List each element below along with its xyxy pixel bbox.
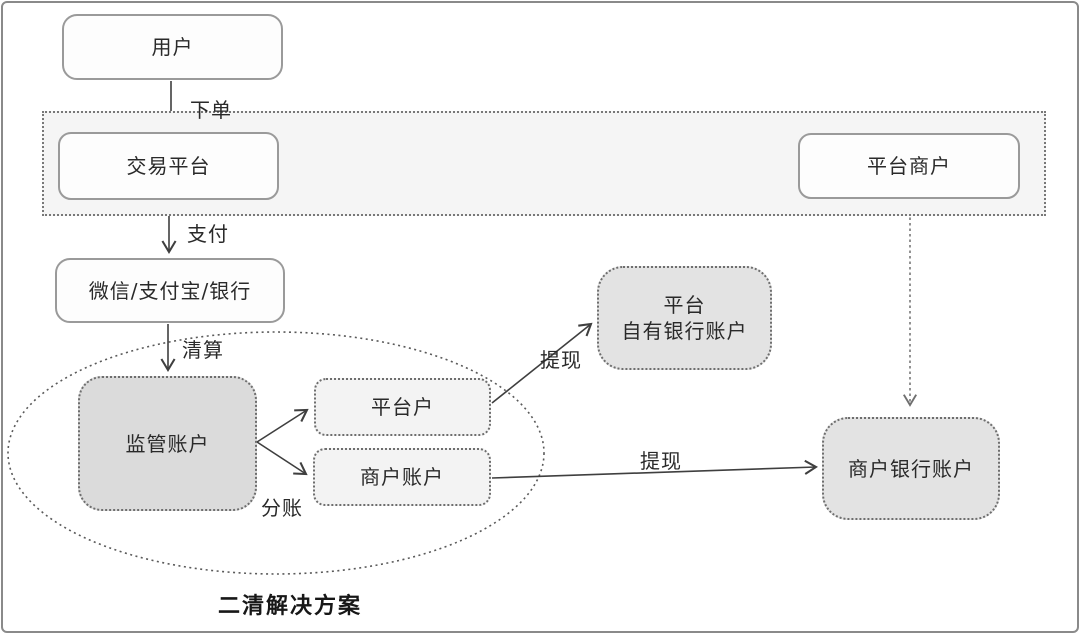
node-user-label: 用户 [151,35,194,59]
node-merchant-sub-account: 商户账户 [313,448,491,506]
edge-label-clearing: 清算 [182,338,224,362]
edge-supervised-to-merchant-sub [256,441,308,476]
edge-label-split: 分账 [261,496,303,520]
edge-label-withdraw-merchant: 提现 [640,449,682,473]
node-platform-own-bank-account-line2: 自有银行账户 [621,319,748,343]
edge-label-withdraw-platform: 提现 [540,348,582,372]
node-platform-merchant: 平台商户 [798,133,1020,199]
second-clearing-scope-ellipse [7,331,545,575]
node-supervised-account-label: 监管账户 [125,431,210,456]
node-trading-platform-label: 交易平台 [126,154,211,178]
edge-label-pay: 支付 [187,222,229,246]
node-merchant-bank-account: 商户银行账户 [822,417,1000,520]
node-merchant-sub-account-label: 商户账户 [360,465,444,489]
node-supervised-account: 监管账户 [78,376,257,511]
node-user: 用户 [62,14,283,80]
node-platform-merchant-label: 平台商户 [867,154,951,178]
node-platform-sub-account-label: 平台户 [371,395,434,419]
edge-supervised-to-platform-sub [256,408,309,443]
node-platform-own-bank-account: 平台 自有银行账户 [597,266,772,370]
node-platform-sub-account: 平台户 [314,378,491,436]
node-merchant-bank-account-label: 商户银行账户 [848,456,974,481]
node-payment-channels-label: 微信/支付宝/银行 [88,278,252,303]
diagram-caption: 二清解决方案 [218,594,363,619]
edge-platform-sub-to-platform-bank [491,322,593,404]
node-payment-channels: 微信/支付宝/银行 [55,258,285,323]
node-trading-platform: 交易平台 [58,132,279,200]
edge-merchant-sub-to-merchant-bank [491,459,818,479]
node-platform-own-bank-account-line1: 平台 [663,293,706,317]
edge-label-place-order: 下单 [190,98,232,122]
